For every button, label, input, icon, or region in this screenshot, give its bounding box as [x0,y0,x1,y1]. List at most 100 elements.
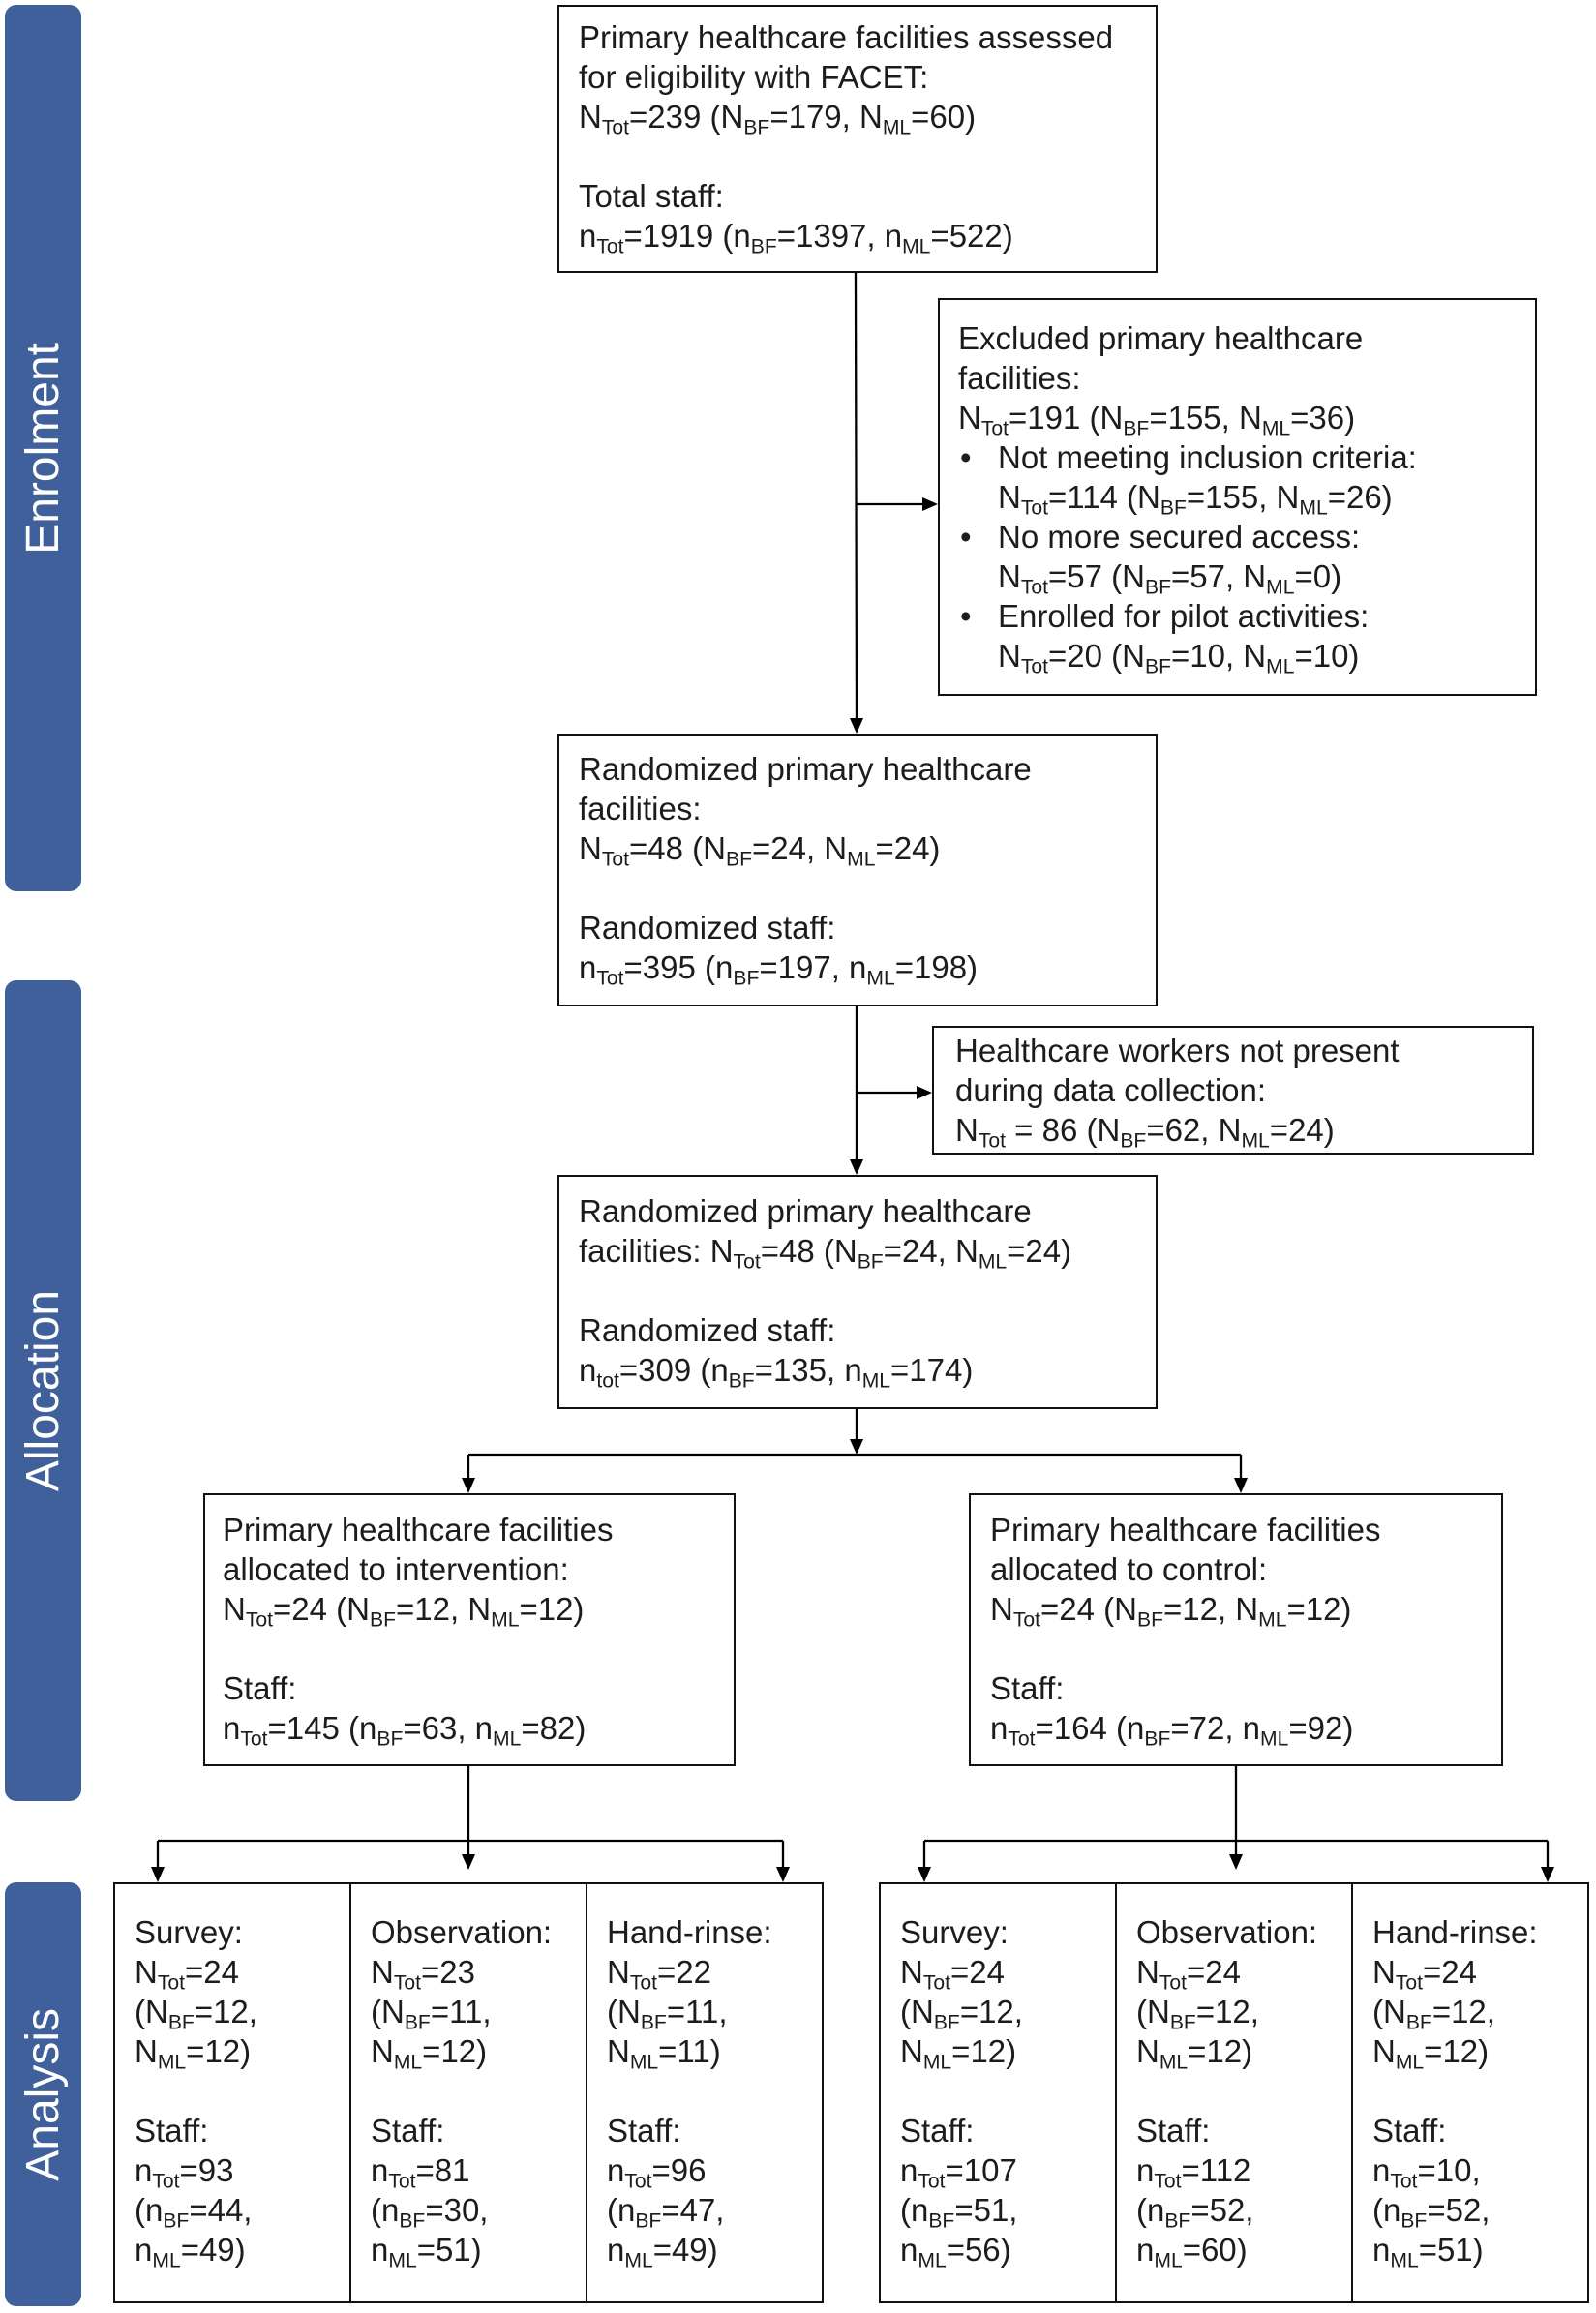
subscript: ML [1266,655,1295,678]
text-line: Randomized staff: [579,908,1156,947]
arrowhead [1234,1478,1248,1493]
text-line: nML=49) [135,2230,349,2270]
text-run: =52, [1427,2192,1491,2228]
text-line: Total staff: [579,176,1156,216]
subscript: Tot [1020,496,1049,520]
text-run: =1397, n [776,218,903,254]
text-run: Staff: [607,2113,681,2148]
box-randomized-allocation: Randomized primary healthcare facilities:… [557,1175,1158,1409]
text-run: N [1372,1954,1396,1990]
text-line: (NBF=12, [900,1992,1115,2032]
text-line: Staff: [607,2111,822,2150]
subscript: BF [1164,2209,1191,2233]
text-run: =10, [1417,2152,1481,2188]
text-run: =92) [1288,1710,1354,1746]
text-run: =24 (N [273,1591,370,1627]
text-line: nTot=81 [371,2150,586,2191]
subscript: BF [1120,1129,1147,1153]
text-run: =164 (n [1035,1710,1145,1746]
text-run: Randomized primary healthcare [579,751,1032,787]
subscript: ML [866,967,895,990]
subscript: ML [978,1250,1008,1274]
text-line: allocated to intervention: [223,1549,734,1589]
text-run: =72, n [1170,1710,1261,1746]
text-run: facilities: N [579,1233,734,1269]
analysis-control-hand-rinse: Hand-rinse:NTot=24(NBF=12,NML=12)Staff:n… [1351,1884,1587,2301]
text-run: =30, [425,2192,489,2228]
paragraph-gap [990,1629,1501,1668]
subscript: BF [1405,2011,1432,2034]
subscript: ML [861,1369,891,1393]
stage-label-analysis: Analysis [17,2007,69,2181]
subscript: ML [1159,2051,1189,2074]
text-run: =309 (n [618,1352,729,1388]
text-run: =36) [1290,400,1356,436]
subscript: BF [857,1250,884,1274]
text-run: N [607,2033,630,2069]
text-line: nTot=164 (nBF=72, nML=92) [990,1708,1501,1751]
text-run: N [223,1591,246,1627]
paragraph-gap [607,2071,822,2111]
subscript: BF [1169,2011,1196,2034]
subscript: Tot [596,967,624,990]
bullet-marker: • [960,519,972,555]
text-run: =12) [951,2033,1017,2069]
text-run: =62, N [1146,1112,1242,1148]
text-line: Primary healthcare facilities [990,1510,1501,1549]
text-line: nTot=112 [1136,2150,1351,2191]
text-line: allocated to control: [990,1549,1501,1589]
text-run: (N [1372,1994,1406,2029]
text-line: Staff: [371,2111,586,2150]
text-run: =63, n [403,1710,494,1746]
subscript: ML [393,2051,423,2074]
text-line: nML=49) [607,2230,822,2270]
stage-label-enrolment: Enrolment [17,342,69,555]
subscript: BF [1144,1727,1171,1751]
text-run: n [135,2232,153,2268]
text-run: No more secured access: [998,519,1361,555]
text-run: n [223,1710,241,1746]
paragraph-gap [135,2071,349,2111]
text-run: (n [135,2192,164,2228]
subscript: Tot [922,1971,951,1995]
text-run: =93 [179,2152,234,2188]
subscript: BF [399,2209,426,2233]
text-line: Primary healthcare facilities assessed [579,17,1156,57]
text-run: facilities: [958,360,1081,396]
subscript: BF [733,967,760,990]
text-run: =24) [1007,1233,1072,1269]
analysis-control-survey: Survey:NTot=24(NBF=12,NML=12)Staff:nTot=… [881,1884,1115,2301]
subscript: BF [376,1727,404,1751]
text-run: Enrolled for pilot activities: [998,598,1370,634]
text-run: =81 [415,2152,470,2188]
text-run: =24 [950,1954,1005,1990]
text-run: n [1136,2232,1155,2268]
arrowhead [918,1867,931,1882]
text-run: Healthcare workers not present [955,1033,1400,1068]
text-run: =12) [1188,2033,1253,2069]
stage-band-analysis: Analysis [5,1882,81,2306]
text-run: N [955,1112,979,1148]
text-run: N [998,479,1021,515]
text-run: =60) [911,99,977,135]
text-run: (n [900,2192,929,2228]
text-line: Survey: [135,1912,349,1952]
text-run: N [579,99,602,135]
text-run: (n [371,2192,400,2228]
text-run: =26) [1327,479,1393,515]
subscript: ML [1261,417,1291,440]
text-run: =197, n [759,949,867,985]
subscript: Tot [240,1727,268,1751]
text-run: =12, [194,1994,257,2029]
text-run: =48 (N [760,1233,858,1269]
text-run: Randomized primary healthcare [579,1193,1032,1229]
subscript: Tot [1390,2170,1418,2193]
text-run: n [371,2232,389,2268]
text-run: for eligibility with FACET: [579,59,929,95]
subscript: BF [640,2011,667,2034]
text-line: NML=12) [371,2031,586,2074]
subscript: ML [882,116,912,139]
text-line: NTot = 86 (NBF=62, NML=24) [955,1110,1532,1153]
